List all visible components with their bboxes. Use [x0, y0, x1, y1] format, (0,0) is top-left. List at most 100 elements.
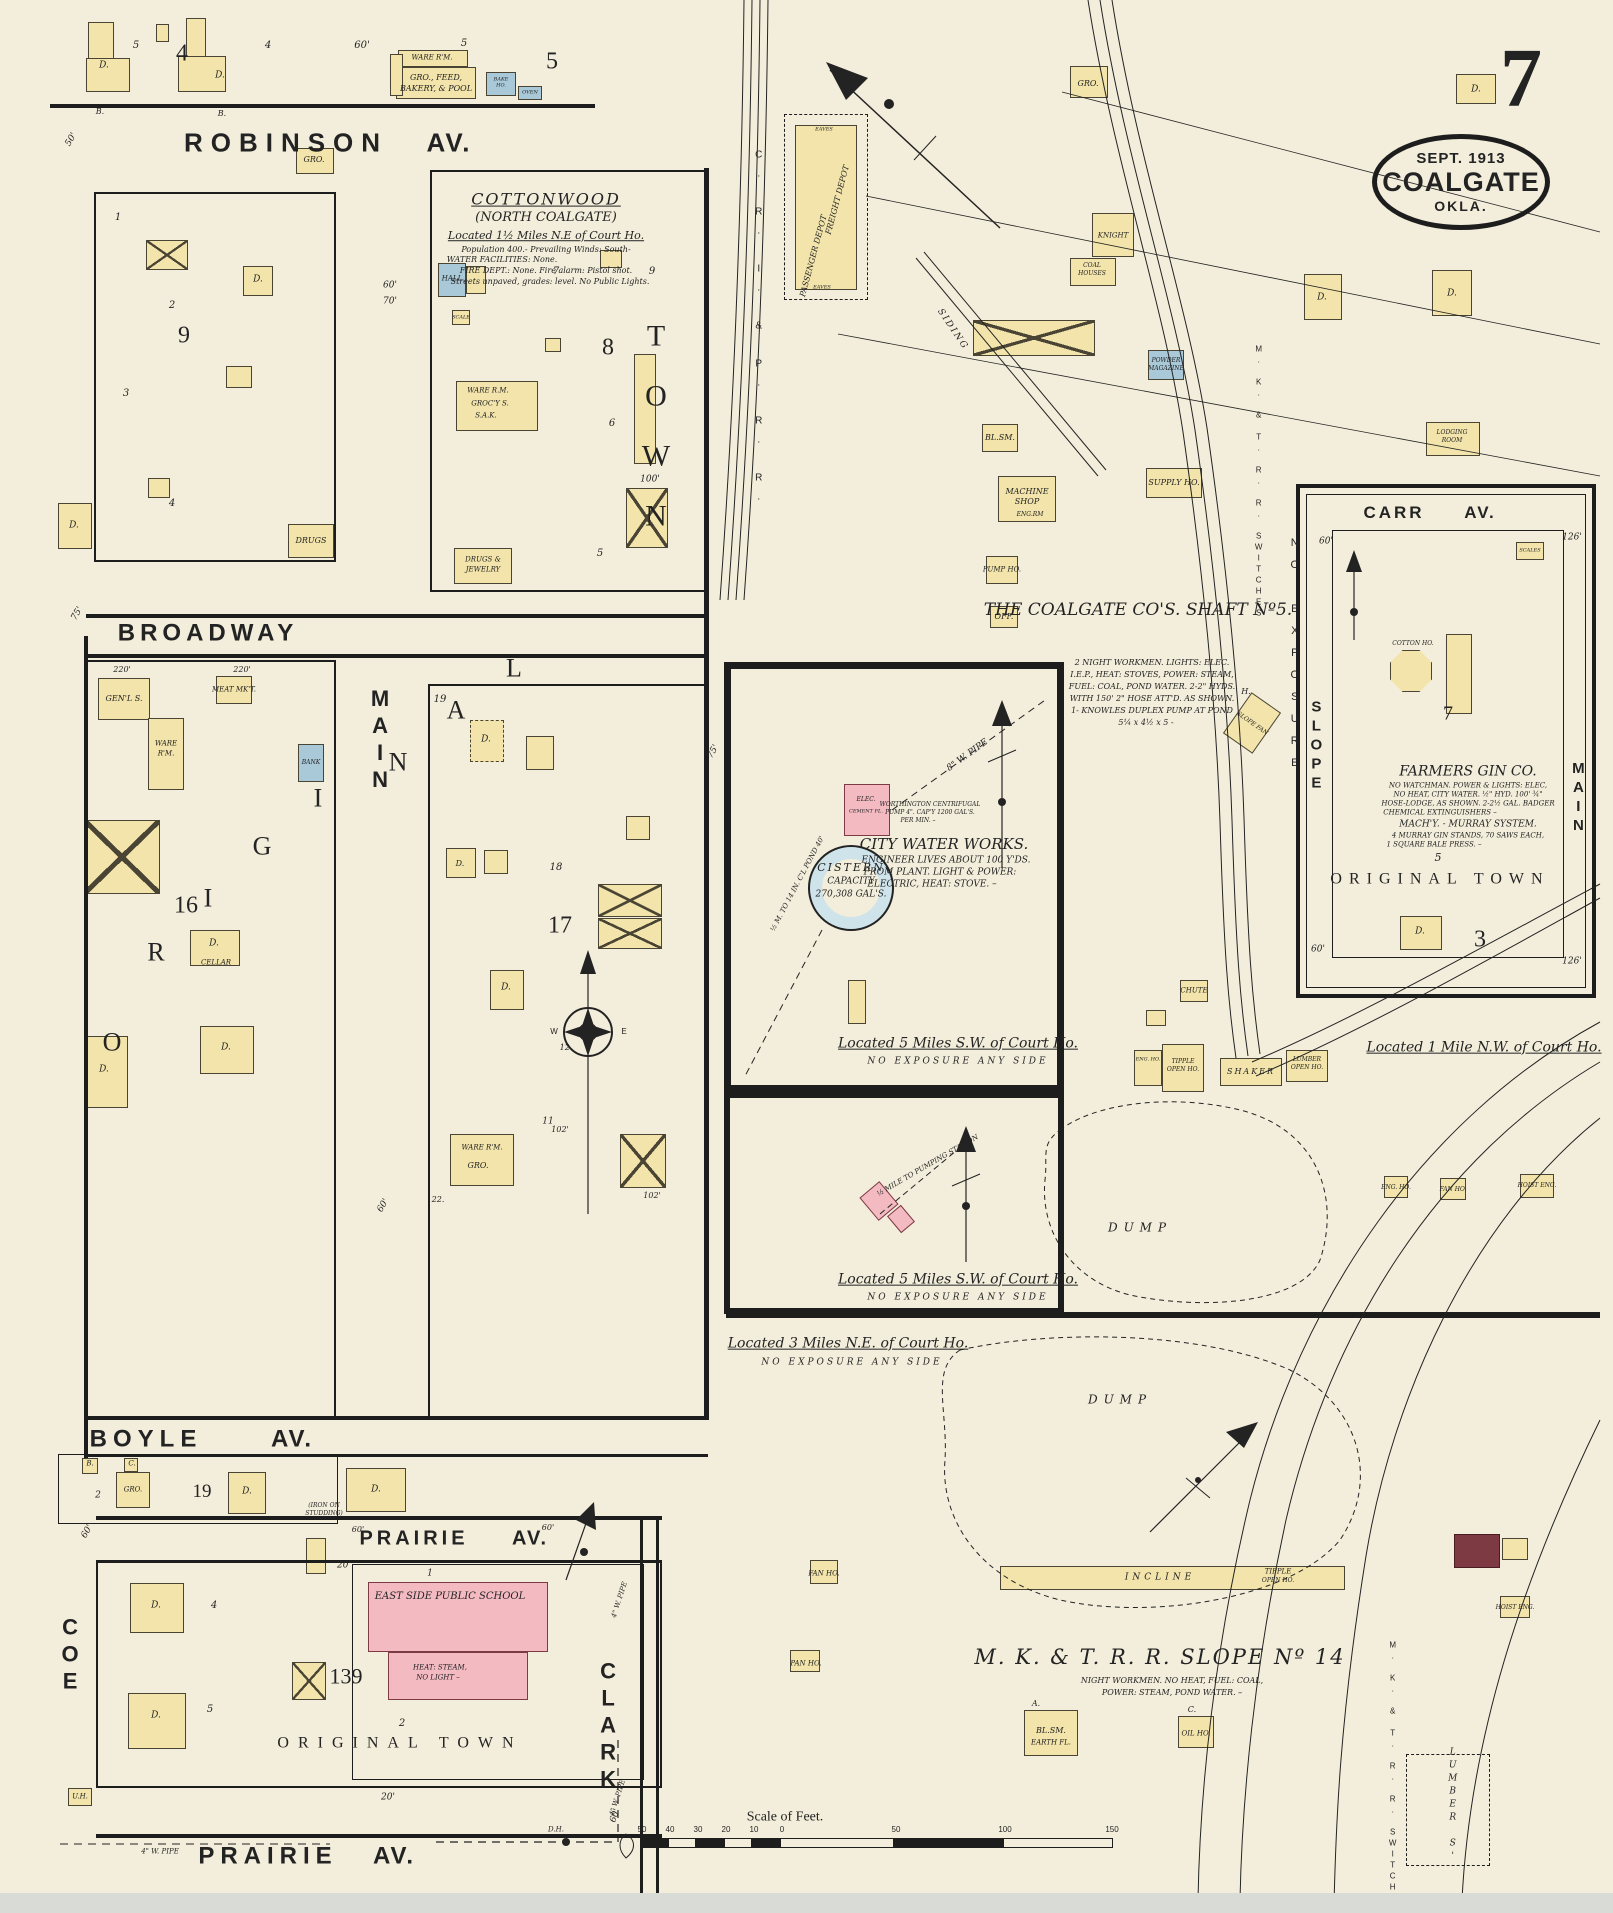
street-edge-line	[96, 1560, 662, 1563]
street-edge-line	[86, 654, 708, 658]
building-footprint	[484, 850, 508, 874]
building-footprint	[82, 1458, 98, 1474]
street-label: SLOPE	[1307, 698, 1325, 794]
map-label: 3	[122, 387, 130, 399]
map-label: E	[621, 1026, 627, 1036]
scale-bar-segment	[668, 1838, 696, 1848]
map-label: B.	[217, 108, 227, 118]
map-label: D.	[1447, 288, 1457, 299]
map-label: GEN'L S.	[105, 693, 143, 703]
map-line	[719, 0, 745, 601]
building-footprint	[848, 980, 866, 1024]
map-label: 60'	[1311, 944, 1325, 955]
map-line	[1226, 1422, 1258, 1448]
map-label: 22.	[431, 1194, 445, 1204]
map-line	[1149, 1429, 1253, 1533]
scale-tick: 50	[891, 1824, 901, 1834]
map-title-oval: SEPT. 1913 COALGATE OKLA.	[1372, 134, 1550, 230]
map-line	[1087, 0, 1237, 1059]
map-label: 220'	[113, 664, 131, 674]
building-footprint	[216, 676, 252, 704]
map-circle	[578, 1022, 598, 1042]
street-edge-line	[342, 1454, 708, 1457]
map-label: CAPACITY	[827, 876, 875, 887]
building-footprint	[790, 1650, 820, 1672]
map-label: Located 1½ Miles N.E of Court Ho.	[447, 229, 645, 243]
map-line	[951, 1173, 981, 1187]
map-label: BL.SM.	[985, 432, 1015, 442]
building-footprint	[973, 320, 1095, 356]
map-label: D.	[455, 858, 465, 868]
building-footprint	[178, 56, 226, 92]
building-footprint	[446, 848, 476, 878]
street-label: ROBINSON	[183, 127, 389, 158]
building-footprint	[620, 1134, 666, 1188]
street-edge-line	[84, 636, 88, 1458]
building-footprint	[598, 884, 662, 917]
street-label: AV.	[1464, 503, 1496, 523]
map-label: ENG. HO.	[1381, 1183, 1411, 1191]
map-label: 4	[176, 40, 188, 67]
building-footprint	[1146, 1010, 1166, 1026]
map-label: 19	[192, 1481, 212, 1503]
map-label: M. K. & T. R. R. SWITCHES	[1254, 344, 1264, 620]
map-label: SUPPLY HO.	[1148, 477, 1200, 487]
map-label: 16	[174, 892, 198, 919]
map-label: I	[313, 783, 323, 813]
map-label: 2 NIGHT WORKMEN. LIGHTS: ELEC.	[1074, 657, 1230, 667]
map-label: D.	[221, 1042, 231, 1053]
map-line	[1197, 1021, 1601, 1901]
map-line	[564, 1008, 612, 1056]
block-border	[1332, 530, 1564, 958]
building-footprint	[1440, 1178, 1466, 1200]
building-footprint	[346, 1468, 406, 1512]
map-label: A	[446, 695, 466, 725]
map-label: NO EXPOSURE ANY SIDE	[761, 1357, 943, 1368]
map-label: TIPPLE	[1171, 1057, 1195, 1065]
map-line	[891, 697, 1049, 811]
building-footprint	[396, 67, 476, 99]
map-circle	[998, 798, 1006, 806]
building-footprint	[116, 1472, 150, 1508]
map-label: 1- KNOWLES DUPLEX PUMP AT POND	[1071, 705, 1233, 715]
map-label: LODGING	[1436, 428, 1468, 436]
map-label: EAST SIDE PUBLIC SCHOOL	[374, 1590, 526, 1602]
map-label: 12.	[559, 1042, 573, 1052]
building-footprint	[1432, 270, 1472, 316]
building-footprint	[1092, 213, 1134, 257]
map-label: R'M.	[157, 749, 175, 758]
block-border	[724, 662, 1064, 1092]
building-footprint	[1304, 274, 1342, 320]
street-edge-line	[704, 168, 709, 1420]
map-label: WORTHINGTON CENTRIFUGAL	[879, 800, 981, 808]
map-label: LUMBER	[1292, 1055, 1322, 1063]
map-line	[580, 950, 596, 974]
map-label: MACH'Y. - MURRAY SYSTEM.	[1399, 819, 1537, 830]
map-label: NO EXPOSURE	[1288, 537, 1301, 779]
map-line	[826, 62, 868, 100]
map-line	[1255, 897, 1601, 1077]
map-label: EAVES	[813, 284, 831, 291]
building-footprint	[1162, 1044, 1204, 1092]
map-label: 60'	[351, 1524, 365, 1534]
map-label: NO LIGHT –	[416, 1673, 460, 1682]
building-footprint	[292, 1662, 326, 1700]
map-label: HOSE-LODGE, AS SHOWN. 2-2½ GAL. BADGER	[1381, 799, 1555, 808]
map-circle	[822, 859, 880, 917]
map-label: 4 MURRAY GIN STANDS, 70 SAWS EACH,	[1391, 831, 1545, 840]
building-footprint	[1024, 1710, 1078, 1756]
building-footprint	[1180, 980, 1208, 1002]
map-line	[743, 0, 769, 601]
building-footprint	[146, 240, 188, 270]
street-edge-line	[96, 1516, 662, 1520]
map-label: GRO.	[1077, 78, 1099, 88]
map-label: 102'	[643, 1190, 661, 1200]
map-line	[879, 1145, 963, 1215]
map-label: 5	[460, 37, 468, 49]
street-label: COE	[57, 1614, 83, 1696]
map-label: O	[102, 1027, 122, 1057]
building-footprint	[1070, 258, 1116, 286]
building-footprint	[982, 424, 1018, 452]
street-edge-line	[640, 1518, 643, 1896]
